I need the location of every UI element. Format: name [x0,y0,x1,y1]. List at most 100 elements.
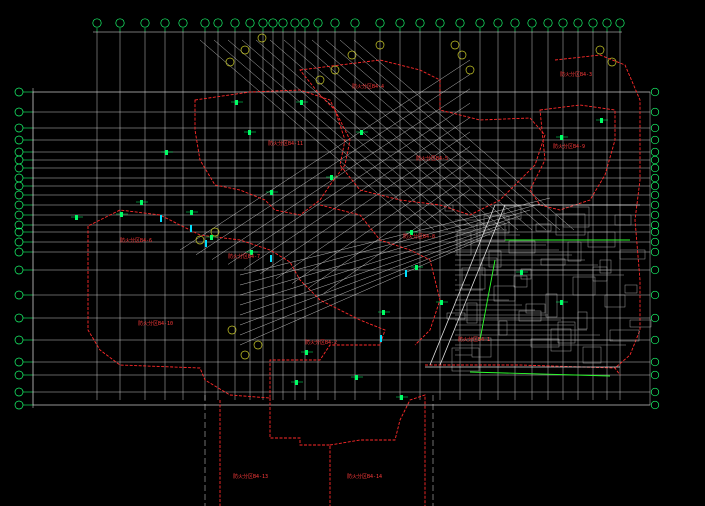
axis-bubble [230,18,240,28]
left-axis-bubbles [14,87,34,410]
dimension-tick [210,235,213,240]
axis-bubble [650,370,660,380]
rotated-axis-line [275,146,471,280]
equipment-room [483,215,510,234]
fire-zone-label: 防火分区B4-9 [553,143,585,150]
rotated-axis-line [239,197,551,276]
axis-bubble [588,18,598,28]
equipment-room [599,259,612,274]
dimension-tick [520,270,523,275]
dimension-tick [235,100,238,105]
rotated-axis-bubble [225,57,235,67]
dimension-tick [355,375,358,380]
green-pipe [479,259,496,341]
rotated-axis-line [227,39,449,231]
rotated-axis-line [269,39,491,231]
green-pipe [469,371,611,377]
dimension-tick [295,380,298,385]
equipment-room [461,267,486,290]
equipment-room [555,213,586,236]
equipment-room [508,240,536,254]
axis-bubble [245,18,255,28]
equipment-room [587,231,616,248]
equipment-room [471,337,492,358]
equipment-room-detail [425,204,652,377]
fire-zone-outline-b4-4 [299,59,546,216]
axis-bubble [650,123,660,133]
rotated-axis-line [283,39,505,231]
dimension-tick [600,118,603,123]
axis-bubble [395,18,405,28]
axis-bubble [650,237,660,247]
axis-bubble [278,18,288,28]
equipment-room [624,284,638,294]
dimension-tick [440,300,443,305]
rotated-axis-bubble [347,50,357,60]
axis-bubble [140,18,150,28]
axis-bubble [650,400,660,410]
equipment-room [444,204,454,212]
axis-bubble [160,18,170,28]
top-axis-bubbles [92,18,625,33]
axis-bubble [650,87,660,97]
fire-zone-labels: 防火分区B4-6防火分区B4-7防火分区B4-4防火分区B4-5防火分区B4-3… [120,71,592,480]
axis-bubble [543,18,553,28]
rotated-axis-bubble [375,40,385,50]
equipment-room [518,310,542,322]
equipment-room [535,223,552,232]
fire-zone-label: 防火分区B4-8 [403,233,435,240]
dimension-tick [250,250,253,255]
dimension-tick [560,135,563,140]
rotated-axis-line [199,39,421,231]
dimension-tick [300,100,303,105]
fire-zone-outline-b4-7 [194,89,351,216]
axis-bubble [92,18,102,28]
equipment-room [572,276,596,296]
equipment-room [582,346,602,364]
rotated-axis-bubble [450,40,460,50]
equipment-room [604,294,626,308]
dimension-tick [190,210,193,215]
fire-zone-label: 防火分区B4-4 [352,83,384,90]
dimension-tick [75,215,78,220]
equipment-room [525,303,546,314]
axis-bubble [435,18,445,28]
dimension-tick [330,175,333,180]
axis-bubble [650,190,660,200]
rotated-axis-line [179,59,471,251]
rotated-axis-line [239,215,521,306]
rotated-axis-line [307,174,471,289]
dimension-tick [270,190,273,195]
axis-bubble [510,18,520,28]
axis-bubble [650,247,660,257]
equipment-room [488,250,502,268]
axis-bubble [650,335,660,345]
fire-zone-label: 防火分区B4-1 [458,336,490,343]
axis-bubble [455,18,465,28]
rotated-axis-line [259,131,471,275]
axis-bubble [650,147,660,157]
fire-zone-outline-b4-10 [319,204,441,346]
rotated-axis-line [213,39,435,231]
fire-zone-outline-b4-3 [554,54,641,369]
highlight-mark [205,240,207,247]
rotated-axis-line [241,39,463,231]
rotated-axis-line [297,39,519,231]
axis-bubble [350,18,360,28]
rotated-axis-line [211,88,471,260]
equipment-room [614,214,632,226]
diagonal-wall [439,204,506,366]
dimension-tick [140,200,143,205]
rotated-axis-bubble [253,340,263,350]
rotated-axis-line [255,39,477,231]
equipment-room [619,249,646,260]
dimension-tick [560,300,563,305]
dimension-tick [382,310,385,315]
rotated-axis-line [353,39,575,231]
rotated-axis-bubble [457,50,467,60]
rotated-axis-line [325,39,547,231]
axis-bubble [475,18,485,28]
dimension-annotations [71,100,608,506]
axis-bubble [200,18,210,28]
fire-zone-label: 防火分区B4-6 [120,237,152,244]
